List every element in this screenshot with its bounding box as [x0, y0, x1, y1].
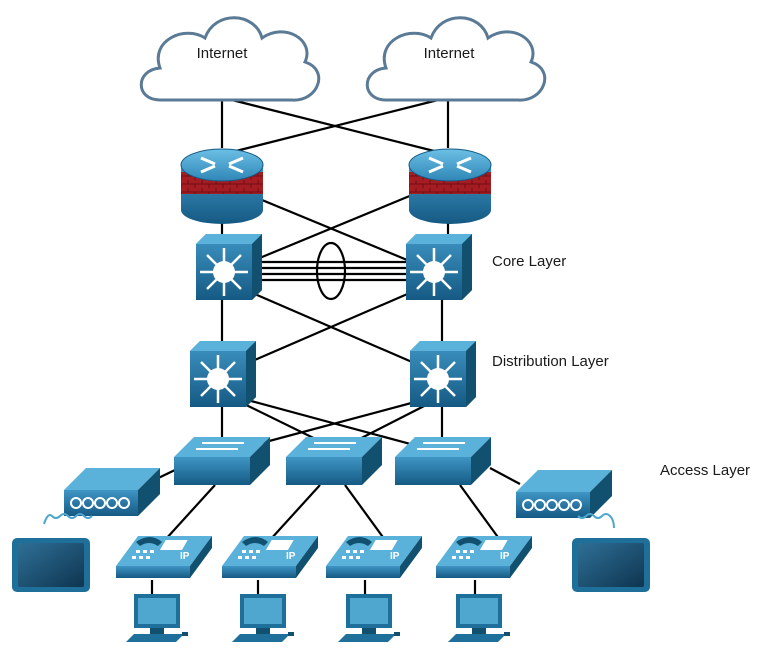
ip-phone-4	[436, 536, 532, 578]
ip-phone-1-badge: IP	[180, 551, 190, 562]
ip-phone-2	[222, 536, 318, 578]
core-switch-right	[406, 234, 472, 300]
access-point-right	[516, 470, 612, 518]
wireless-signal-left	[43, 513, 93, 525]
internet-label-right: Internet	[423, 45, 475, 62]
access-layer-label: Access Layer	[660, 462, 751, 479]
distribution-switch-right	[410, 341, 476, 407]
firewall-router-left	[180, 148, 264, 224]
wireless-signal-right	[577, 513, 615, 529]
ip-phone-1	[116, 536, 212, 578]
internet-label-left: Internet	[196, 45, 248, 62]
ip-phone-3	[326, 536, 422, 578]
tablet-right	[572, 538, 650, 592]
internet-cloud-left	[139, 16, 321, 102]
access-switch-1	[174, 437, 270, 485]
pc-4	[448, 594, 510, 642]
etherchannel-oval	[315, 241, 347, 301]
pc-3	[338, 594, 400, 642]
access-switch-3	[395, 437, 491, 485]
ip-phone-4-badge: IP	[500, 551, 510, 562]
distribution-layer-label: Distribution Layer	[492, 353, 609, 370]
ip-phone-3-badge: IP	[390, 551, 400, 562]
firewall-router-right	[408, 148, 492, 224]
core-switch-left	[196, 234, 262, 300]
access-switch-2	[286, 437, 382, 485]
pc-2	[232, 594, 294, 642]
distribution-switch-left	[190, 341, 256, 407]
pc-1	[126, 594, 188, 642]
internet-cloud-right	[365, 16, 547, 102]
tablet-left	[12, 538, 90, 592]
core-layer-label: Core Layer	[492, 253, 567, 270]
ip-phone-2-badge: IP	[286, 551, 296, 562]
access-point-left	[64, 468, 160, 516]
